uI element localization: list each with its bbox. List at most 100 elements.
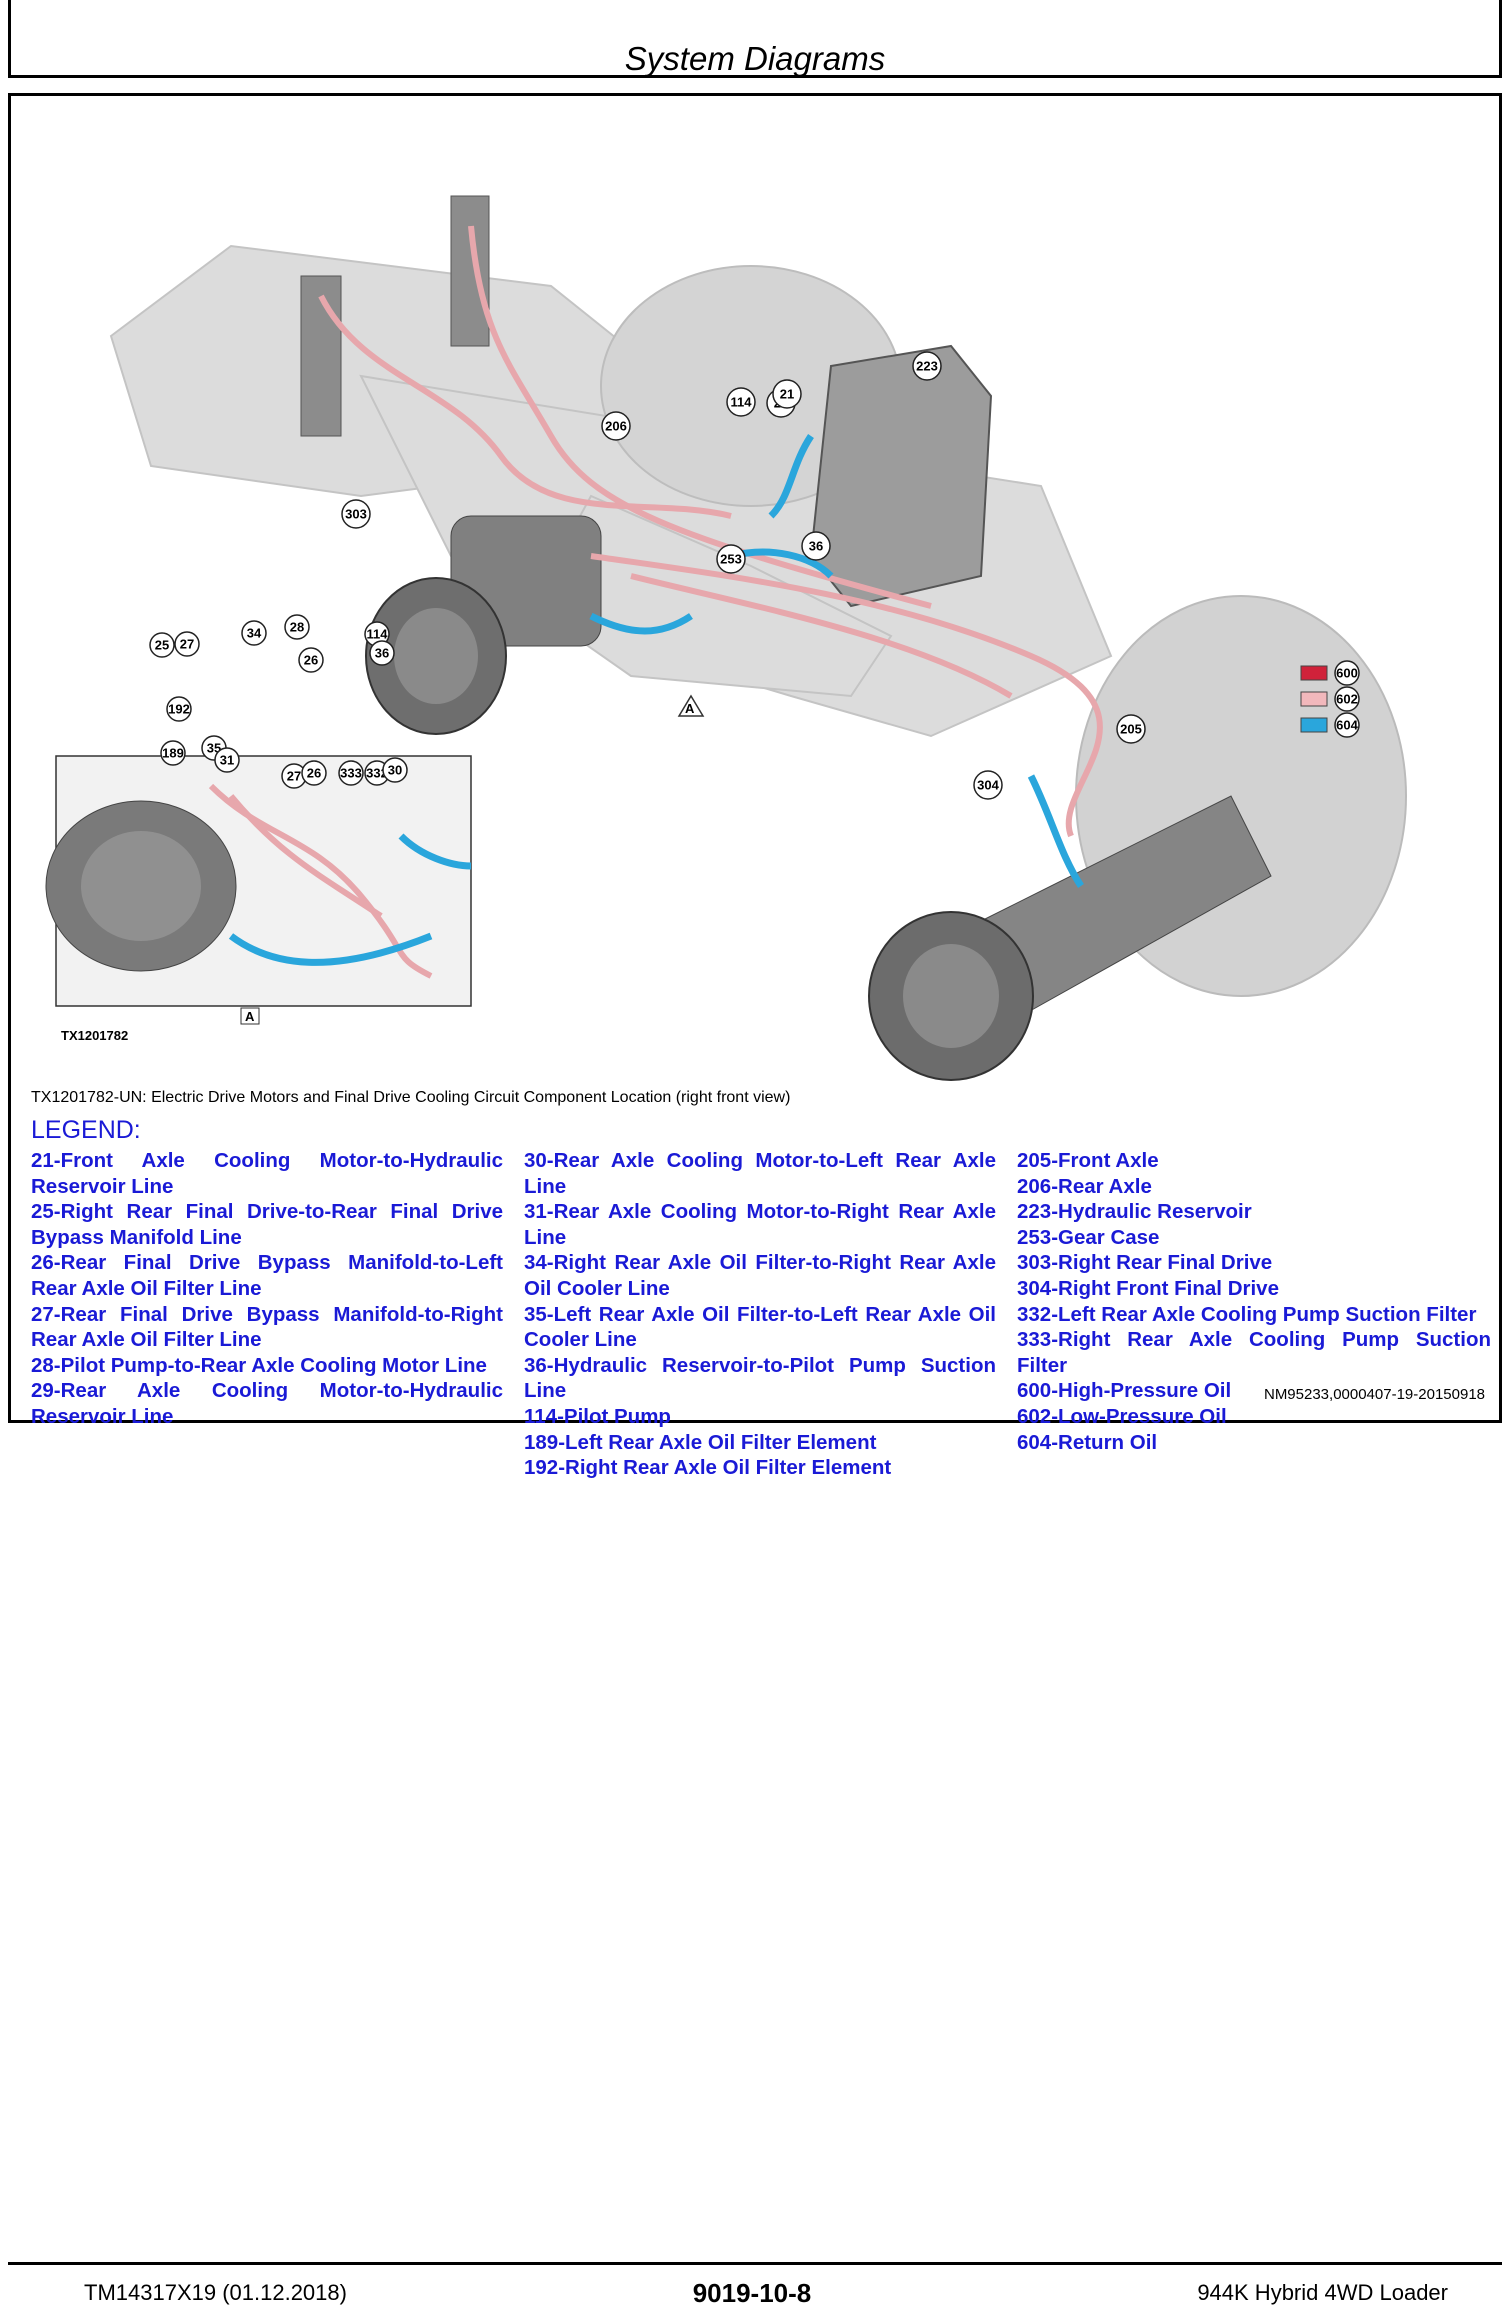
legend-item: 600-High-Pressure Oil xyxy=(1017,1379,1232,1403)
legend-item: 192-Right Rear Axle Oil Filter Element xyxy=(524,1456,892,1480)
callout-192: 192 xyxy=(166,696,192,722)
cooler-right xyxy=(450,195,490,347)
legend-item: 36-Hydraulic Reservoir-to-Pilot Pump Suc… xyxy=(524,1353,996,1403)
svg-text:189: 189 xyxy=(162,746,184,761)
svg-text:206: 206 xyxy=(605,419,627,434)
legend-item: 604-Return Oil xyxy=(1017,1430,1158,1454)
svg-text:333: 333 xyxy=(340,766,362,781)
svg-text:28: 28 xyxy=(290,620,304,635)
view-marker-main: A xyxy=(685,701,695,716)
legend-item: 27-Rear Final Drive Bypass Manifold-to-R… xyxy=(31,1302,503,1352)
legend-item: 35-Left Rear Axle Oil Filter-to-Left Rea… xyxy=(524,1302,996,1352)
callout-223: 223 xyxy=(912,351,942,381)
legend-item: 34-Right Rear Axle Oil Filter-to-Right R… xyxy=(524,1251,996,1300)
legend-item: 30-Rear Axle Cooling Motor-to-Left Rear … xyxy=(524,1149,996,1198)
callout-205: 205 xyxy=(1116,714,1146,744)
inset-figure-code: TX1201782 xyxy=(61,1028,128,1043)
legend-item: 333-Right Rear Axle Cooling Pump Suction… xyxy=(1017,1328,1491,1377)
svg-text:602: 602 xyxy=(1336,692,1358,707)
svg-text:114: 114 xyxy=(367,627,389,642)
low-pressure-lines xyxy=(318,225,1103,838)
legend-item: 114-Pilot Pump xyxy=(524,1404,671,1428)
footer-rule xyxy=(8,2262,1502,2265)
rear-axle xyxy=(365,515,602,735)
svg-text:303: 303 xyxy=(345,507,367,522)
legend-item: 602-Low-Pressure Oil xyxy=(1017,1404,1227,1428)
legend-item: 332-Left Rear Axle Cooling Pump Suction … xyxy=(1017,1302,1477,1326)
legend-item: 21-Front Axle Cooling Motor-to-Hydraulic… xyxy=(31,1149,503,1198)
legend-item: 206-Rear Axle xyxy=(1017,1174,1152,1198)
svg-text:205: 205 xyxy=(1120,722,1142,737)
document-reference: NM95233,0000407-19-20150918 xyxy=(1263,1386,1485,1403)
callout-333: 333 xyxy=(338,760,364,786)
footer-product-name: 944K Hybrid 4WD Loader xyxy=(1197,2280,1448,2305)
legend-item: 28-Pilot Pump-to-Rear Axle Cooling Motor… xyxy=(31,1353,487,1377)
legend-item: 31-Rear Axle Cooling Motor-to-Right Rear… xyxy=(524,1200,996,1249)
legend-item: 304-Right Front Final Drive xyxy=(1017,1276,1279,1300)
page-title: System Diagrams xyxy=(624,40,886,77)
legend-column-1: 21-Front Axle Cooling Motor-to-Hydraulic… xyxy=(31,1148,503,1430)
svg-text:36: 36 xyxy=(375,646,389,661)
callout-206: 206 xyxy=(601,411,631,441)
footer-page-number: 9019-10-8 xyxy=(692,2278,812,2308)
callout-303: 303 xyxy=(341,499,371,529)
callout-36: 36 xyxy=(369,640,395,666)
callout-304: 304 xyxy=(973,770,1003,800)
diagram-panel: TX1201782 A A 22311429212063033625320530… xyxy=(8,93,1502,1479)
legend-item: 29-Rear Axle Cooling Motor-to-Hydraulic … xyxy=(31,1379,503,1428)
view-marker-inset: A xyxy=(245,1009,255,1024)
callout-31: 31 xyxy=(214,747,240,773)
svg-text:25: 25 xyxy=(155,638,169,653)
system-diagram-figure: TX1201782 A A 22311429212063033625320530… xyxy=(31,136,1461,1084)
callout-114: 114 xyxy=(726,387,756,417)
callout-604: 604 xyxy=(1334,712,1360,738)
hydraulic-reservoir xyxy=(809,344,993,608)
callout-602: 602 xyxy=(1334,686,1360,712)
callout-36: 36 xyxy=(801,531,831,561)
main-callouts: 223114292120630336253205304 xyxy=(341,351,1146,800)
svg-text:253: 253 xyxy=(720,552,742,567)
callout-30: 30 xyxy=(382,757,408,783)
svg-text:114: 114 xyxy=(731,395,753,410)
legend-item: 223-Hydraulic Reservoir xyxy=(1017,1200,1252,1224)
color-key-item xyxy=(1300,665,1328,681)
svg-text:36: 36 xyxy=(809,539,823,554)
color-key-item xyxy=(1300,717,1328,733)
svg-text:304: 304 xyxy=(977,778,999,793)
footer-manual-id: TM14317X19 (01.12.2018) xyxy=(84,2280,347,2305)
legend-item: 303-Right Rear Final Drive xyxy=(1017,1251,1273,1275)
page-header: System Diagrams xyxy=(8,0,1502,78)
svg-text:192: 192 xyxy=(168,702,190,717)
figure-caption: TX1201782-UN: Electric Drive Motors and … xyxy=(31,1089,791,1106)
callout-25: 25 xyxy=(149,632,175,658)
svg-text:223: 223 xyxy=(916,359,938,374)
view-marker-arrow xyxy=(677,694,705,717)
front-axle xyxy=(868,795,1272,1081)
color-key-item xyxy=(1300,691,1328,707)
legend-item: 25-Right Rear Final Drive-to-Rear Final … xyxy=(31,1200,503,1249)
return-lines xyxy=(589,434,1084,888)
svg-text:34: 34 xyxy=(247,626,262,641)
callout-27: 27 xyxy=(174,631,200,657)
svg-text:27: 27 xyxy=(287,769,301,784)
svg-text:604: 604 xyxy=(1336,718,1358,733)
svg-text:21: 21 xyxy=(780,387,794,402)
callout-189: 189 xyxy=(160,740,186,766)
legend-title: LEGEND: xyxy=(31,1116,141,1144)
callout-34: 34 xyxy=(241,620,267,646)
callout-26: 26 xyxy=(301,760,327,786)
callout-600: 600 xyxy=(1334,660,1360,686)
inset-detail: TX1201782 A xyxy=(45,755,472,1043)
callout-21: 21 xyxy=(772,379,802,409)
legend-item: 189-Left Rear Axle Oil Filter Element xyxy=(524,1430,877,1454)
svg-text:26: 26 xyxy=(307,766,321,781)
svg-text:30: 30 xyxy=(388,763,402,778)
callout-28: 28 xyxy=(284,614,310,640)
svg-text:600: 600 xyxy=(1336,666,1358,681)
color-key: 600 602 604 xyxy=(1300,660,1360,738)
legend-item: 26-Rear Final Drive Bypass Manifold-to-L… xyxy=(31,1251,503,1300)
legend-item: 253-Gear Case xyxy=(1017,1225,1160,1249)
callout-26: 26 xyxy=(298,647,324,673)
